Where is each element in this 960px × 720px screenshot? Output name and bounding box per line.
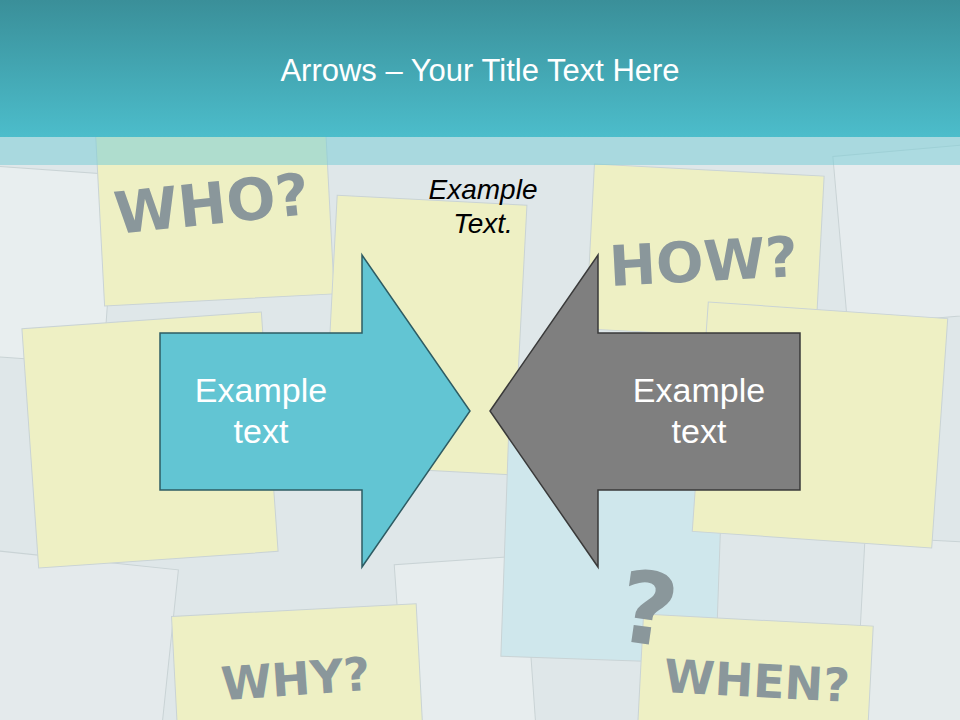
arrow-outline — [490, 255, 800, 567]
sticky-note — [0, 551, 178, 720]
sticky-note — [172, 604, 424, 720]
arrow-outline — [160, 255, 470, 567]
title-bar — [0, 0, 960, 137]
right-arrow-shape: Example text — [160, 255, 470, 567]
note-text: Example Text. — [408, 173, 558, 240]
arrow-text: Example text — [171, 370, 351, 452]
slide-title: Arrows – Your Title Text Here — [0, 52, 960, 89]
arrow-fill — [490, 255, 800, 567]
arrow-text: Example text — [609, 370, 789, 452]
arrow-fill — [160, 255, 470, 567]
title-band — [0, 137, 960, 165]
sticky-note — [833, 144, 960, 326]
sticky-note-word: WHO? — [111, 160, 313, 250]
sticky-note-word: HOW? — [607, 224, 799, 301]
left-arrow-shape: Example text — [490, 255, 800, 567]
sticky-note-word: WHEN? — [663, 650, 851, 715]
sticky-note-word: WHY? — [220, 647, 373, 712]
